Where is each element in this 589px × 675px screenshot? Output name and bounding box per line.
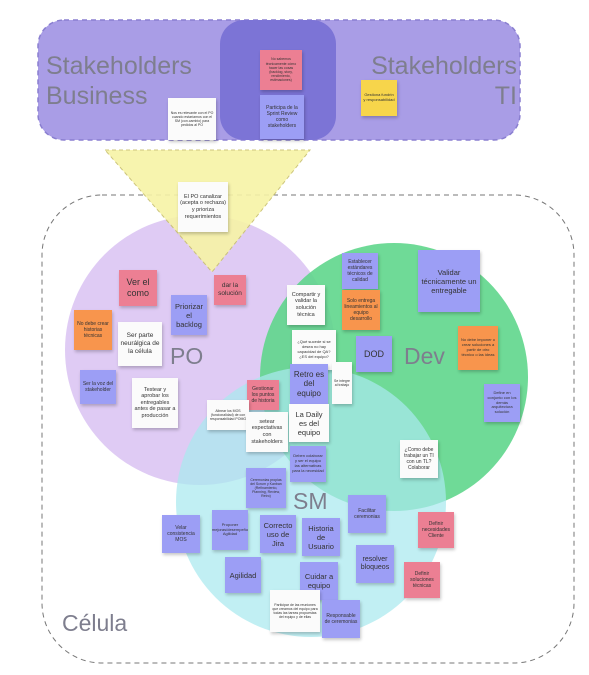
sticky-note[interactable]: Ser la voz del stakeholder [80,370,116,404]
sticky-note[interactable]: Responsable de ceremonias [322,600,360,638]
sticky-note[interactable]: No debe imponer o crear soluciones a par… [458,326,498,370]
sticky-note[interactable]: Facilitar ceremonias [348,495,386,533]
stakeholders-business-label: Stakeholders Business [46,52,192,110]
sticky-note[interactable]: dar la solución [214,275,246,305]
sticky-note[interactable]: Validar técnicamente un entregable [418,250,480,312]
sticky-note[interactable]: Correcto uso de Jira [260,515,296,553]
sticky-note[interactable]: setear expectativas con stakeholders [246,412,288,452]
sticky-note[interactable]: Gestionar los puntos de historia [247,380,279,410]
stakeholders-ti-label: Stakeholders TI [371,52,517,110]
sticky-note[interactable]: Deben colaborar y ser el equipo las alte… [290,446,326,482]
po-label: PO [170,343,204,369]
sticky-note[interactable]: Define en conjunto con los demás arquite… [484,384,520,422]
sticky-note[interactable]: No debe crear historias técnicas [74,310,112,350]
sticky-note[interactable]: Gestiona fundrin y responsabilidad [361,80,397,116]
sticky-note[interactable]: DOD [356,336,392,372]
sticky-note[interactable]: El PO canalizar (acepta o rechaza) y pri… [178,182,228,232]
sticky-note[interactable]: Solo entrega lineamientos al equipo desa… [342,290,380,330]
sticky-note[interactable]: Se integre al trabajo [332,362,352,404]
dev-label: Dev [404,343,445,369]
sticky-note[interactable]: Compartir y validar la solución técnica [287,285,325,325]
sticky-note[interactable]: ¿Qué sucede si se desea no hay capacidad… [292,330,336,370]
sticky-note[interactable]: Agilidad [225,557,261,593]
sticky-note[interactable]: Definir soluciones técnicas [404,562,440,598]
sticky-note[interactable]: Priorizar el backlog [171,295,207,335]
sticky-note[interactable]: La Daily es del equipo [289,404,329,442]
sticky-note[interactable]: ¿Como debe trabajar un TI con un TL? Col… [400,440,438,478]
celula-label: Célula [62,610,128,636]
sticky-note[interactable]: Participa de la Sprint Review como stake… [260,95,304,139]
sticky-note[interactable]: Participar de las reuniones que creamos … [270,590,320,632]
sm-label: SM [293,488,328,514]
sticky-note[interactable]: Ser parte neurálgica de la célula [118,322,162,366]
sticky-note[interactable]: Velar consistencia MOS [162,515,200,553]
sticky-note[interactable]: Ver el como [119,270,157,306]
sticky-note[interactable]: Definir necesidades Cliente [418,512,454,548]
sticky-note[interactable]: Nos es relevante con el PO cuando estarí… [168,98,216,140]
sticky-note[interactable]: Retro es del equipo [290,364,328,404]
sticky-note[interactable]: Establecer estándares técnicos de calida… [342,253,378,289]
sticky-note[interactable]: Ceremonias propias del Scrum y Kanban (R… [246,468,286,508]
sticky-note[interactable]: No sabemos técnicamente cómo hacer las c… [260,50,302,90]
sticky-note[interactable]: Alinear los MOS (funcionalidad) de con r… [207,400,249,430]
sticky-note[interactable]: Testear y aprobar los entregables antes … [132,378,178,428]
sticky-note[interactable]: Proponer mejoras/desempeño Agilidad [212,510,248,550]
sticky-note[interactable]: resolver bloqueos [356,545,394,583]
sticky-note[interactable]: Historia de Usuario [302,518,340,556]
